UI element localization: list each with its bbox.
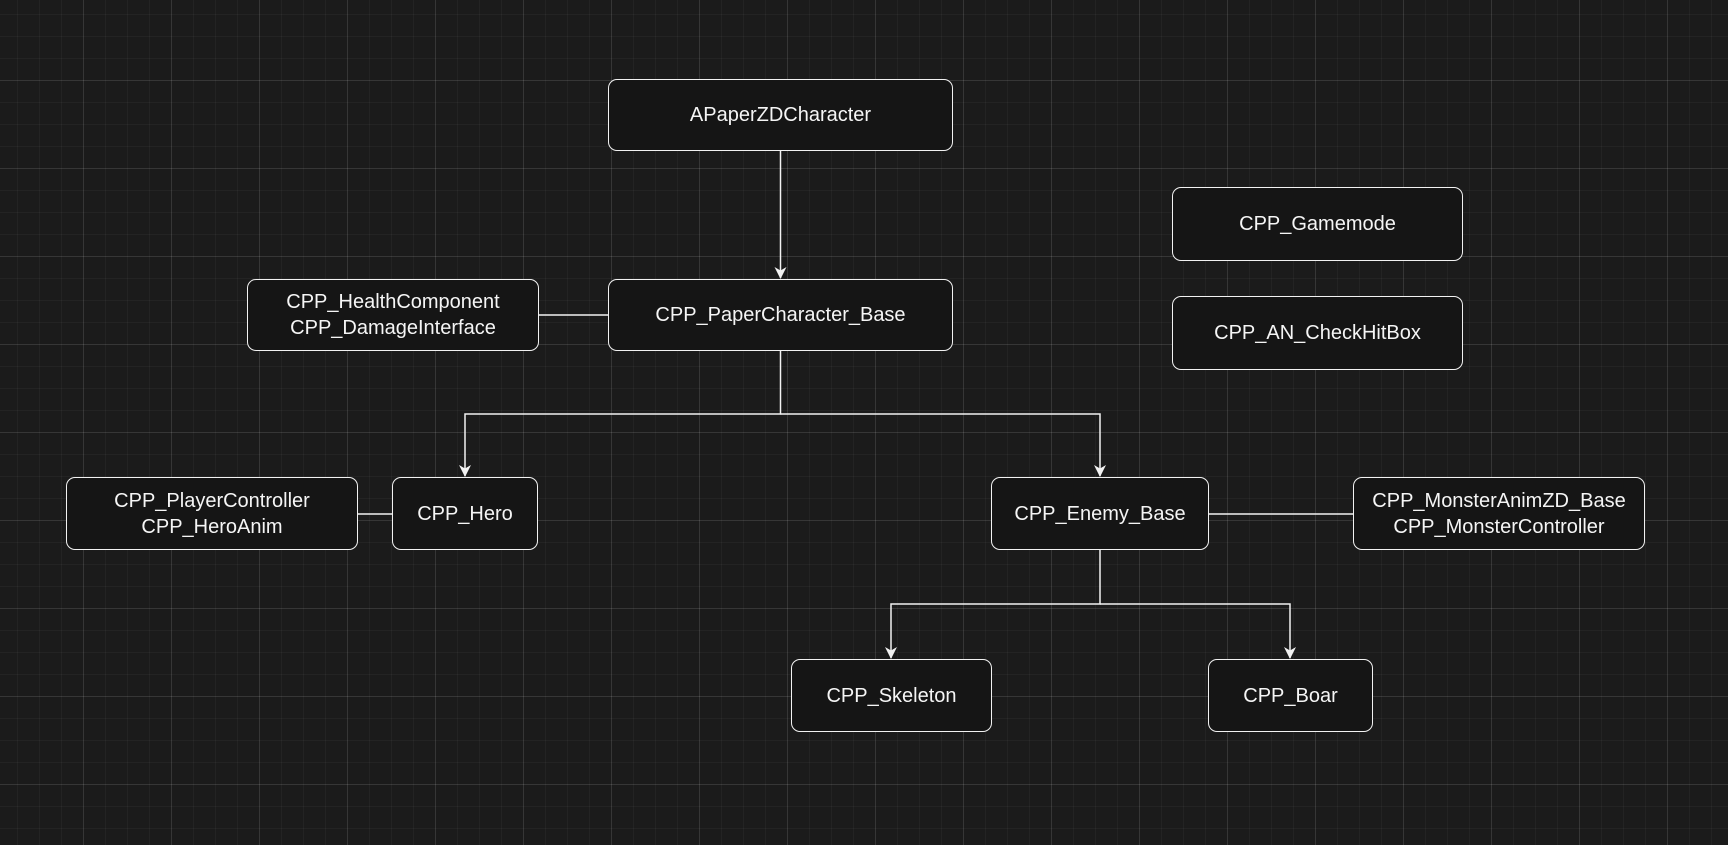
node-cpp-boar[interactable]: CPP_Boar	[1208, 659, 1373, 732]
node-cpp-enemy-base[interactable]: CPP_Enemy_Base	[991, 477, 1209, 550]
node-label-line-2: CPP_DamageInterface	[290, 317, 496, 339]
node-cpp-skeleton[interactable]: CPP_Skeleton	[791, 659, 992, 732]
node-label: CPP_Hero	[417, 502, 513, 525]
edge-pcbase-to-hero	[459, 351, 782, 477]
edge-enemy-to-skeleton	[885, 550, 1101, 659]
node-cpp-papercharacter-base[interactable]: CPP_PaperCharacter_Base	[608, 279, 953, 351]
node-label-line-1: CPP_HealthComponent	[286, 291, 500, 313]
edge-enemy-to-boar	[1100, 603, 1296, 659]
node-cpp-hero[interactable]: CPP_Hero	[392, 477, 538, 550]
node-player-controller-heroanim[interactable]: CPP_PlayerController CPP_HeroAnim	[66, 477, 358, 550]
node-cpp-gamemode[interactable]: CPP_Gamemode	[1172, 187, 1463, 261]
node-label: CPP_Skeleton	[826, 684, 957, 707]
node-label-line-2: CPP_MonsterController	[1393, 515, 1605, 538]
node-label: CPP_Boar	[1243, 684, 1338, 707]
node-label: CPP_AN_CheckHitBox	[1214, 322, 1421, 344]
node-apaperzdcharacter[interactable]: APaperZDCharacter	[608, 79, 953, 151]
node-health-damage-components[interactable]: CPP_HealthComponent CPP_DamageInterface	[247, 279, 539, 351]
node-label-line-1: CPP_MonsterAnimZD_Base	[1372, 489, 1626, 512]
node-label-line-1: CPP_PlayerController	[114, 489, 310, 512]
node-cpp-an-checkhitbox[interactable]: CPP_AN_CheckHitBox	[1172, 296, 1463, 370]
node-label: APaperZDCharacter	[689, 104, 872, 126]
node-label: CPP_PaperCharacter_Base	[655, 304, 906, 326]
node-label: CPP_Gamemode	[1239, 213, 1396, 235]
node-monster-anim-controller[interactable]: CPP_MonsterAnimZD_Base CPP_MonsterContro…	[1353, 477, 1645, 550]
edge-pcbase-to-enemy	[780, 413, 1106, 477]
node-label-line-2: CPP_HeroAnim	[141, 515, 283, 538]
node-label: CPP_Enemy_Base	[1014, 502, 1186, 525]
